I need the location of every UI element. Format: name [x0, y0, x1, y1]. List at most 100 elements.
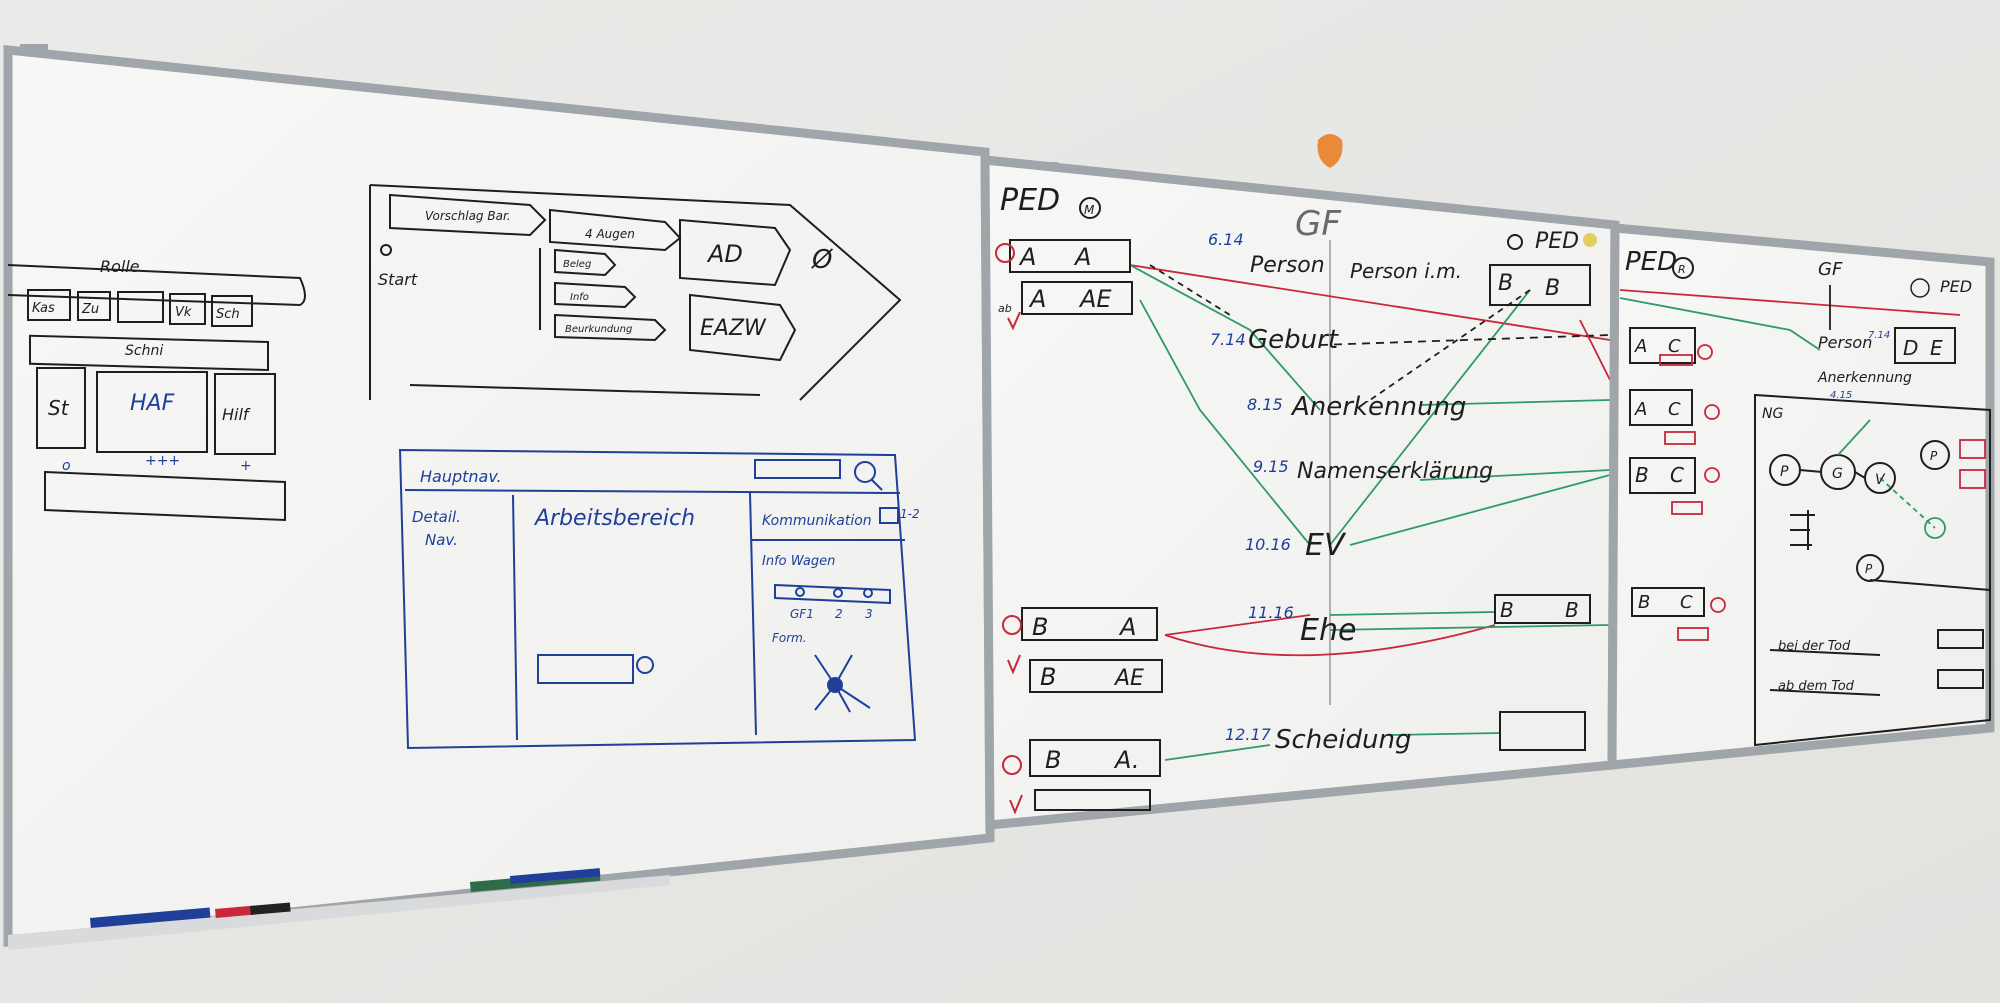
- ng-circle-3: V: [1875, 472, 1886, 488]
- board-clip-1: [20, 44, 48, 54]
- left-box-5-a: B: [1045, 746, 1061, 774]
- gf-header-right: GF: [1818, 259, 1843, 280]
- ng-circle-1: P: [1780, 464, 1789, 480]
- event-label-2: Geburt: [1248, 325, 1339, 355]
- right-row-2-b: C: [1668, 399, 1681, 420]
- event-date-7: 12.17: [1225, 725, 1272, 744]
- ped-right-title-right: PED: [1940, 277, 1972, 296]
- flow-start: Start: [378, 270, 418, 289]
- ng-circle-5: P: [1865, 562, 1873, 576]
- flow-box-ad: AD: [706, 240, 743, 268]
- ped-right-mark: [1507, 234, 1523, 250]
- left-box-2-b: AE: [1078, 285, 1112, 313]
- gf-header-mid: GF: [1295, 204, 1341, 244]
- right-recognition-date: 4.15: [1830, 390, 1852, 401]
- orange-figure: [1317, 134, 1343, 168]
- sketch1-mark-2: +++: [145, 453, 180, 469]
- sketch1-box-2: HAF: [130, 391, 175, 416]
- ui-sketch-main: Arbeitsbereich: [533, 506, 695, 531]
- magnet-dot: [1583, 233, 1597, 247]
- event-label-5: EV: [1305, 528, 1347, 563]
- event-date-1: 6.14: [1208, 230, 1244, 249]
- right-box-1-a: B: [1498, 271, 1513, 296]
- event-date-3: 8.15: [1247, 395, 1283, 414]
- marker-red: [215, 905, 256, 918]
- ui-sketch-nav-2: Nav.: [425, 531, 458, 549]
- right-boxes: [1489, 264, 1591, 751]
- ui-sketch-panel-info: Info Wagen: [762, 554, 835, 569]
- flow-arrow-2: 4 Augen: [585, 227, 635, 241]
- ng-line-1: bei der Tod: [1778, 639, 1851, 654]
- right-row-2-a: A: [1634, 399, 1647, 420]
- ui-sketch-panel-counter: 1-2: [900, 507, 920, 521]
- sketch1-mark-3: +: [240, 458, 252, 474]
- left-box-3-a: B: [1032, 613, 1048, 641]
- right-row-4-b: C: [1680, 592, 1693, 613]
- board-left: Rolle Kas Zu Vk Sch Schni St HAF Hilf o …: [3, 45, 995, 950]
- board-clip-2: [1040, 162, 1058, 170]
- sketch1-button-4: Sch: [216, 307, 240, 322]
- board-middle: PED M GF PED Person Person i.m.: [980, 155, 1620, 830]
- right-row-1-a: A: [1634, 336, 1647, 357]
- ng-circle-4: P: [1930, 449, 1938, 463]
- event-date-2: 7.14: [1210, 330, 1246, 349]
- right-person-label: Person: [1818, 333, 1872, 352]
- ui-sketch-num-3: 3: [865, 607, 873, 621]
- ped-mark-right: [1672, 257, 1694, 279]
- right-row-3-b: C: [1670, 463, 1684, 487]
- event-label-3: Anerkennung: [1290, 392, 1466, 422]
- ped-mark-mid: [1079, 197, 1101, 219]
- ng-diagram: [1754, 393, 1991, 747]
- marker-black: [249, 902, 291, 915]
- left-box-5-b: A.: [1113, 746, 1140, 774]
- ped-right-mark-2: [1910, 278, 1930, 298]
- marker-tray: [8, 875, 670, 950]
- ped-right-title-mid: PED: [1535, 229, 1579, 254]
- ped-title-mid: PED: [1000, 183, 1060, 218]
- connector-lines: [1129, 264, 1611, 761]
- left-box-1-a: A: [1018, 243, 1036, 271]
- right-row-boxes: [1629, 327, 1705, 617]
- right-box-de-1: D: [1903, 336, 1918, 360]
- right-row-3-a: B: [1635, 463, 1649, 487]
- right-person-date: 7.14: [1868, 330, 1890, 341]
- ng-line-2: ab dem Tod: [1778, 679, 1855, 694]
- flow-arrow-4: Info: [570, 292, 589, 303]
- right-row-4-a: B: [1638, 592, 1650, 613]
- sketch-process-flow: [369, 184, 902, 401]
- right-box-1-b: B: [1545, 276, 1560, 301]
- flow-end: Ø: [811, 245, 834, 275]
- sketch1-button-2: Zu: [81, 302, 99, 317]
- event-label-7: Scheidung: [1275, 725, 1411, 755]
- board-right: PED R GF PED Person 7.14 D E Anerkennung…: [1607, 223, 1995, 770]
- left-box-3-b: A: [1118, 613, 1136, 641]
- left-box-2-a: A: [1028, 285, 1046, 313]
- ui-sketch-header: Hauptnav.: [420, 467, 502, 486]
- right-box-2-a: B: [1500, 598, 1514, 622]
- ped-title-right: PED: [1625, 247, 1677, 277]
- ui-sketch-num-2: 2: [835, 607, 843, 621]
- right-box-de-2: E: [1930, 336, 1943, 360]
- marker-blue-2: [510, 868, 601, 884]
- right-box-2-b: B: [1565, 598, 1579, 622]
- ped-mark-mid-text: M: [1084, 203, 1095, 217]
- right-row-red: [1659, 344, 1726, 641]
- flow-arrow-1: Vorschlag Bar.: [425, 209, 511, 223]
- ui-sketch-form: Form.: [772, 631, 807, 645]
- ng-label: NG: [1762, 406, 1783, 422]
- right-row-1-b: C: [1668, 336, 1681, 357]
- ped-mark-right-text: R: [1678, 263, 1686, 276]
- event-date-5: 10.16: [1245, 535, 1291, 554]
- sketch1-title: Rolle: [100, 257, 140, 276]
- right-board-lines: [1619, 285, 1961, 351]
- sketch1-button-3: Vk: [175, 305, 192, 320]
- sketch-role-layout: [7, 264, 306, 522]
- sketch-ui-layout: [398, 448, 917, 750]
- flow-arrow-5: Beurkundung: [565, 324, 632, 335]
- red-check-marks: [995, 243, 1023, 815]
- event-label-4: Namenserklärung: [1297, 459, 1493, 484]
- sketch1-mark-1: o: [62, 458, 71, 474]
- event-date-4: 9.15: [1253, 457, 1289, 476]
- right-recognition: Anerkennung: [1817, 370, 1912, 386]
